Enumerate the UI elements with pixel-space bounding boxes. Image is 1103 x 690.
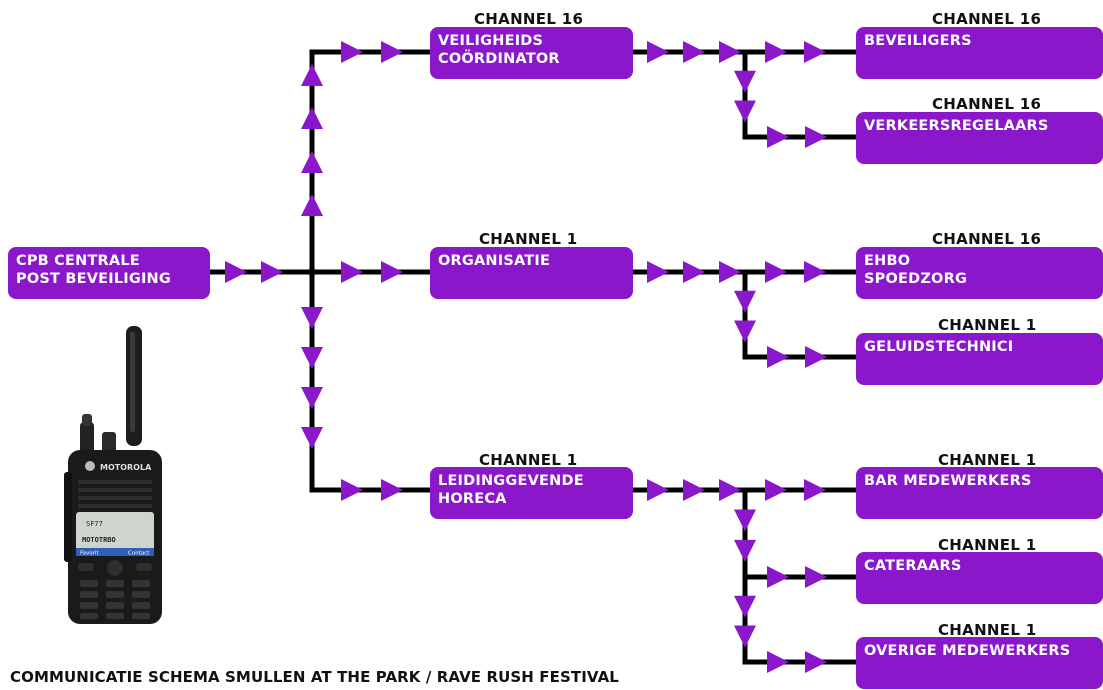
channel-label-verkeersregelaars: CHANNEL 16 [932, 95, 1042, 113]
arrow-down-icon [734, 70, 756, 93]
arrow-down-icon [734, 509, 756, 532]
channel-label-geluidstechnici: CHANNEL 1 [938, 316, 1037, 334]
arrow-down-icon [301, 387, 323, 409]
arrow-right-icon [381, 41, 403, 63]
arrow-right-icon [225, 261, 247, 283]
arrow-down-icon [734, 595, 756, 618]
node-ehbo-line1: EHBO [864, 253, 911, 269]
node-ehbo-spoedzorg: EHBO SPOEDZORG [856, 247, 1103, 299]
arrow-right-icon [683, 41, 705, 63]
arrow-right-icon [341, 479, 363, 501]
arrow-right-icon [805, 346, 827, 368]
node-leidinggevende-line2: HORECA [438, 491, 507, 507]
node-verkeersregelaars-line1: VERKEERSREGELAARS [864, 118, 1049, 134]
arrow-right-icon [804, 479, 826, 501]
node-organisatie: ORGANISATIE [430, 247, 633, 299]
node-geluidstechnici: GELUIDSTECHNICI [856, 333, 1103, 385]
node-veiligheids-line2: COÖRDINATOR [438, 51, 560, 67]
node-leidinggevende-line1: LEIDINGGEVENDE [438, 473, 584, 489]
channel-label-cateraars: CHANNEL 1 [938, 536, 1037, 554]
arrow-right-icon [805, 126, 827, 148]
arrow-right-icon [683, 261, 705, 283]
channel-label-bar: CHANNEL 1 [938, 451, 1037, 469]
channel-label-organisatie: CHANNEL 1 [479, 230, 578, 248]
arrow-right-icon [647, 261, 669, 283]
arrow-down-icon [734, 539, 756, 562]
node-geluidstechnici-line1: GELUIDSTECHNICI [864, 339, 1014, 355]
radio-screen-line1: SF77 [86, 520, 103, 528]
radio-screen-line2: MOTOTRBO [82, 536, 116, 544]
arrow-down-icon [734, 290, 756, 313]
arrow-right-icon [261, 261, 283, 283]
arrow-right-icon [341, 261, 363, 283]
node-bar-medewerkers: BAR MEDEWERKERS [856, 467, 1103, 519]
arrow-down-icon [734, 320, 756, 343]
channel-label-leidinggevende: CHANNEL 1 [479, 451, 578, 469]
arrow-right-icon [719, 479, 741, 501]
arrow-right-icon [765, 479, 787, 501]
radio-softkey-right: Contact [128, 551, 150, 557]
arrow-right-icon [804, 41, 826, 63]
node-cpb-centrale: CPB CENTRALE POST BEVEILIGING [8, 247, 210, 299]
radio-brand-text: MOTOROLA [100, 463, 152, 472]
arrow-up-icon [301, 194, 323, 216]
node-verkeersregelaars: VERKEERSREGELAARS [856, 112, 1103, 164]
arrow-down-icon [734, 625, 756, 648]
arrow-right-icon [765, 261, 787, 283]
channel-label-ehbo: CHANNEL 16 [932, 230, 1042, 248]
node-beveiligers-line1: BEVEILIGERS [864, 33, 972, 49]
arrow-right-icon [381, 261, 403, 283]
arrow-right-icon [341, 41, 363, 63]
radio-softkey-left: Favorit [80, 551, 99, 557]
arrow-right-icon [767, 651, 789, 673]
channel-label-beveiligers: CHANNEL 16 [932, 10, 1042, 28]
node-overige-line1: OVERIGE MEDEWERKERS [864, 643, 1071, 659]
arrow-right-icon [767, 566, 789, 588]
arrow-right-icon [767, 126, 789, 148]
node-veiligheids-line1: VEILIGHEIDS [438, 33, 544, 49]
arrow-right-icon [683, 479, 705, 501]
arrow-down-icon [301, 347, 323, 369]
node-cateraars-line1: CATERAARS [864, 558, 962, 574]
arrow-right-icon [805, 651, 827, 673]
node-cpb-line2: POST BEVEILIGING [16, 271, 171, 287]
diagram-title: COMMUNICATIE SCHEMA SMULLEN AT THE PARK … [10, 668, 619, 686]
arrow-down-icon [301, 307, 323, 329]
arrow-right-icon [805, 566, 827, 588]
arrow-right-icon [765, 41, 787, 63]
arrow-down-icon [734, 100, 756, 123]
arrow-up-icon [301, 107, 323, 129]
node-overige-medewerkers: OVERIGE MEDEWERKERS [856, 637, 1103, 689]
arrow-right-icon [381, 479, 403, 501]
node-veiligheids-coordinator: VEILIGHEIDS COÖRDINATOR [430, 27, 633, 79]
node-leidinggevende-horeca: LEIDINGGEVENDE HORECA [430, 467, 633, 519]
channel-label-veiligheids: CHANNEL 16 [474, 10, 584, 28]
node-organisatie-line1: ORGANISATIE [438, 253, 551, 269]
arrow-right-icon [647, 41, 669, 63]
node-beveiligers: BEVEILIGERS [856, 27, 1103, 79]
arrow-right-icon [804, 261, 826, 283]
arrow-right-icon [767, 346, 789, 368]
arrow-up-icon [301, 64, 323, 86]
channel-label-overige: CHANNEL 1 [938, 621, 1037, 639]
arrow-right-icon [719, 261, 741, 283]
node-ehbo-line2: SPOEDZORG [864, 271, 968, 287]
node-bar-line1: BAR MEDEWERKERS [864, 473, 1032, 489]
two-way-radio-image: MOTOROLA SF77 MOTOTRBO Favorit Contact [64, 326, 162, 624]
arrow-right-icon [647, 479, 669, 501]
node-cateraars: CATERAARS [856, 552, 1103, 604]
arrow-up-icon [301, 151, 323, 173]
arrow-down-icon [301, 427, 323, 449]
arrow-right-icon [719, 41, 741, 63]
node-cpb-line1: CPB CENTRALE [16, 253, 140, 269]
